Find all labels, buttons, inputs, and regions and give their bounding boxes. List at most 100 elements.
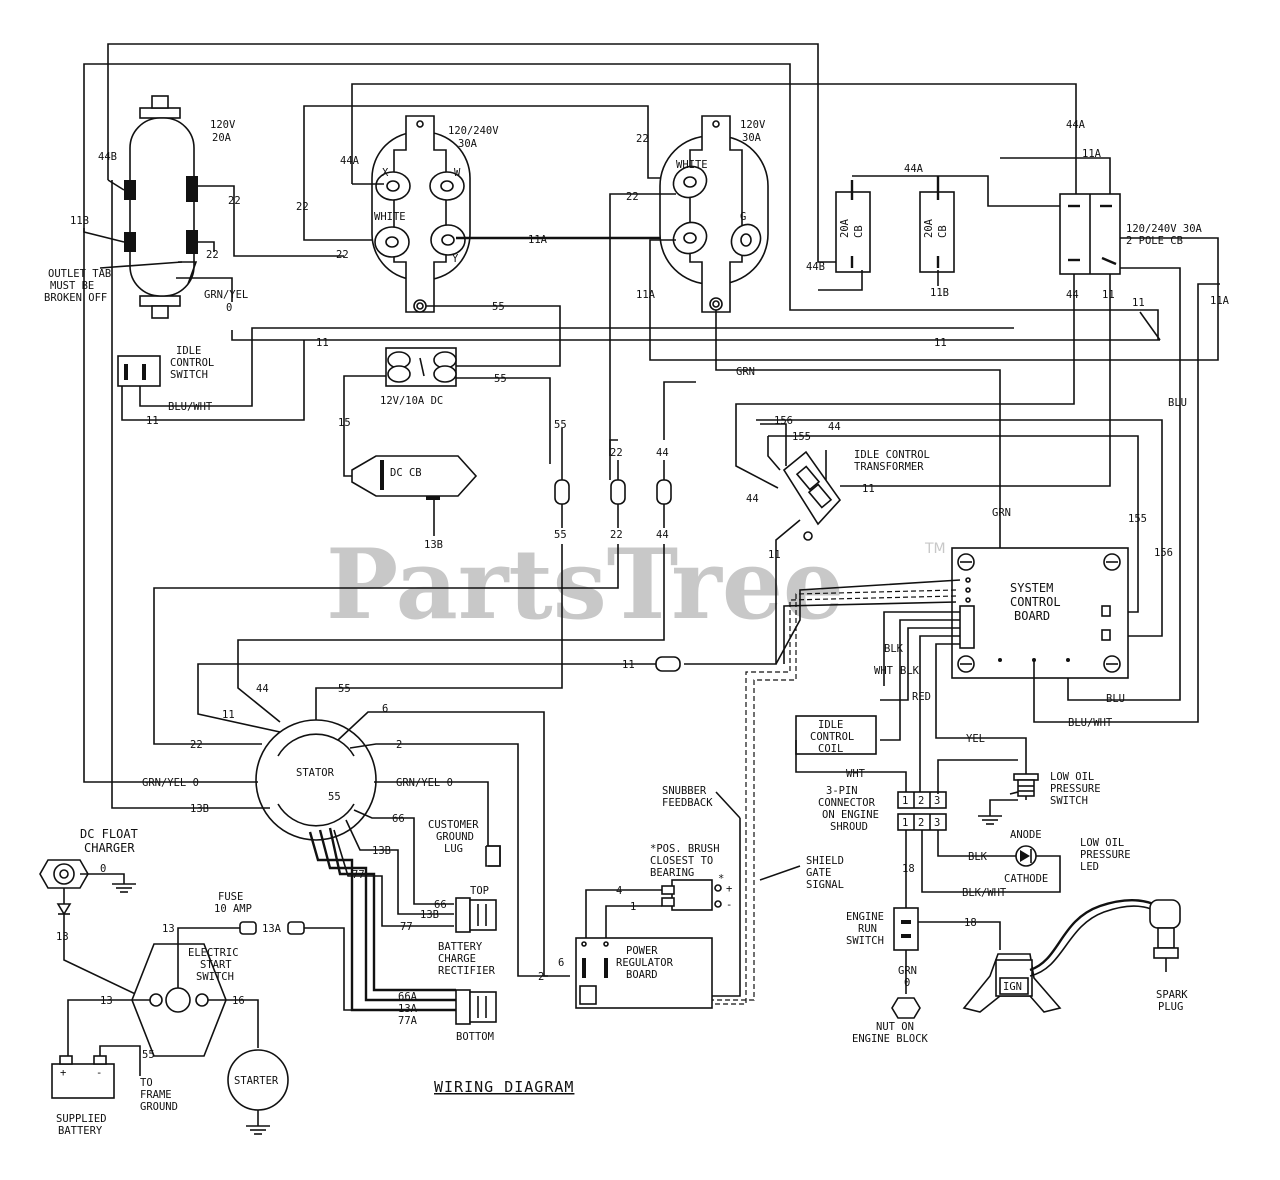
- nut-l2: ENGINE BLOCK: [852, 1033, 929, 1045]
- shield-l2: GATE: [806, 867, 831, 879]
- battery-charge-rectifier: TOP 66 13B 77 BATTERY CHARGE RECTIFIER 6…: [398, 885, 497, 1043]
- idle-control-transformer[interactable]: IDLE CONTROL TRANSFORMER: [782, 449, 930, 541]
- brush-l1: *POS. BRUSH: [650, 843, 720, 855]
- wire-2-label-b: 2: [538, 971, 544, 983]
- wire-18-label-a: 18: [902, 863, 915, 875]
- wire-22-label-b: 22: [206, 249, 219, 261]
- brush-assembly: *POS. BRUSH CLOSEST TO BEARING * + -: [650, 843, 732, 911]
- low-oil-switch-l1: LOW OIL: [1050, 771, 1094, 783]
- wire-6-label-b: 6: [558, 957, 564, 969]
- wire-55-label-g: 55: [142, 1049, 155, 1061]
- wire-blu-label-b: BLU: [1106, 693, 1125, 705]
- led-anode: ANODE: [1010, 829, 1042, 841]
- wire-44b-label: 44B: [98, 151, 117, 163]
- idle-switch-l2: CONTROL: [170, 357, 214, 369]
- dc-cb-label: DC CB: [390, 467, 422, 479]
- top-wires: [83, 43, 1159, 340]
- outlet-240-w: W: [454, 167, 461, 179]
- customer-ground-lug: CUSTOMER GROUND LUG: [428, 819, 501, 867]
- regulator-l1: POWER: [626, 945, 658, 957]
- wire-11b-label-b: 11B: [930, 287, 949, 299]
- watermark-tm: TM: [924, 541, 946, 557]
- lug-l2: GROUND: [436, 831, 474, 843]
- outlet-20a-amp: 20A: [212, 132, 232, 144]
- led-l1: LOW OIL: [1080, 837, 1124, 849]
- wire-11-label-b: 11: [1132, 297, 1145, 309]
- dc-float-l1: DC FLOAT: [80, 827, 138, 841]
- start-switch-l2: START: [200, 959, 232, 971]
- battery-minus: -: [96, 1067, 102, 1079]
- wire-blk-label-c: BLK: [968, 851, 988, 863]
- dc-circuit-breaker[interactable]: DC CB: [351, 455, 478, 500]
- low-oil-pressure-led: ANODE CATHODE LOW OIL PRESSURE LED: [1004, 829, 1131, 885]
- lug-l3: LUG: [444, 843, 463, 855]
- idle-control-switch[interactable]: IDLE CONTROL SWITCH: [117, 345, 214, 387]
- wire-77-label-b: 77: [400, 921, 413, 933]
- conn-bot-p2: 2: [918, 817, 924, 829]
- wire-155-label-b: 155: [1128, 513, 1147, 525]
- led-l2: PRESSURE: [1080, 849, 1131, 861]
- starter-motor: STARTER: [227, 1049, 289, 1135]
- transformer-l2: TRANSFORMER: [854, 461, 924, 473]
- regulator-l2: REGULATOR: [616, 957, 674, 969]
- wire-22-label-a: 22: [228, 195, 241, 207]
- wire-13-label-b: 13: [162, 923, 175, 935]
- scb-l3: BOARD: [1014, 609, 1050, 623]
- wire-grn-zero: 0: [904, 977, 910, 989]
- transformer-l1: IDLE CONTROL: [854, 449, 930, 461]
- outlet-240-amp: 30A: [458, 138, 478, 150]
- rectifier-l2: CHARGE: [438, 953, 476, 965]
- outlet-240-volt: 120/240V: [448, 125, 499, 137]
- led-cathode: CATHODE: [1004, 873, 1048, 885]
- wire-22-label-d: 22: [336, 249, 349, 261]
- rectifier-top: TOP: [470, 885, 489, 897]
- regulator-l3: BOARD: [626, 969, 658, 981]
- wire-44-label-a: 44: [1066, 289, 1079, 301]
- cb-20a-2: 20A CB: [919, 176, 955, 273]
- inline-connector-11: [655, 656, 681, 672]
- wire-2-label-a: 2: [396, 739, 402, 751]
- engine-run-switch[interactable]: ENGINE RUN SWITCH: [846, 907, 919, 951]
- system-control-board: SYSTEM CONTROL BOARD: [951, 547, 1129, 679]
- engine-run-l2: RUN: [858, 923, 877, 935]
- wire-11-label-e: 11: [146, 415, 159, 427]
- shield-l3: SIGNAL: [806, 879, 844, 891]
- wire-22-label-e: 22: [636, 133, 649, 145]
- idle-coil-l1: IDLE: [818, 719, 843, 731]
- wire-44a-label-a: 44A: [340, 155, 360, 167]
- wire-44-label-e: 44: [828, 421, 841, 433]
- outlet-30a-amp: 30A: [742, 132, 762, 144]
- brush-minus: -: [726, 899, 732, 911]
- wire-13a-label-a: 13A: [398, 1003, 418, 1015]
- outlet-240-y: Y: [452, 253, 459, 265]
- electric-start-switch[interactable]: ELECTRIC START SWITCH: [131, 943, 239, 1057]
- outlet-30a: WHITE G 120V 30A: [659, 115, 769, 313]
- engine-run-l1: ENGINE: [846, 911, 884, 923]
- outlet-240-white: WHITE: [374, 211, 406, 223]
- wire-11-label-d: 11: [934, 337, 947, 349]
- dc-outlet-label: 12V/10A DC: [380, 395, 443, 407]
- wire-55-label-f: 55: [328, 791, 341, 803]
- dc-outlet-12v[interactable]: 12V/10A DC: [380, 347, 457, 407]
- wire-44-label-c: 44: [656, 529, 669, 541]
- diagram-title: WIRING DIAGRAM: [434, 1078, 574, 1096]
- snubber-l2: FEEDBACK: [662, 797, 713, 809]
- cb-2-pole-label: 2 POLE CB: [1126, 235, 1183, 247]
- wire-blu-label-a: BLU: [1168, 397, 1187, 409]
- three-pin-connector: 1 2 3 1 2 3 3-PIN CONNECTOR ON ENGINE SH…: [818, 785, 947, 833]
- wire-66-label-a: 66: [392, 813, 405, 825]
- wire-11a-label-d: 11A: [1082, 148, 1102, 160]
- wire-44-label-f: 44: [746, 493, 759, 505]
- wire-13b-label-d: 13B: [420, 909, 439, 921]
- spark-plug: SPARK PLUG: [1149, 899, 1188, 1013]
- wire-grnyel0-label-a: GRN/YEL 0: [142, 777, 199, 789]
- start-switch-l3: SWITCH: [196, 971, 234, 983]
- ignition-label: IGN: [1003, 981, 1022, 993]
- brush-star: *: [718, 873, 724, 885]
- outlet-240v: X W Y WHITE 120/240V 30A: [371, 115, 499, 313]
- wire-55-label-c: 55: [554, 419, 567, 431]
- connector-l4: SHROUD: [830, 821, 868, 833]
- wire-66-label-b: 66: [434, 899, 447, 911]
- rectifier-l1: BATTERY: [438, 941, 483, 953]
- wire-13b-label-c: 13B: [372, 845, 391, 857]
